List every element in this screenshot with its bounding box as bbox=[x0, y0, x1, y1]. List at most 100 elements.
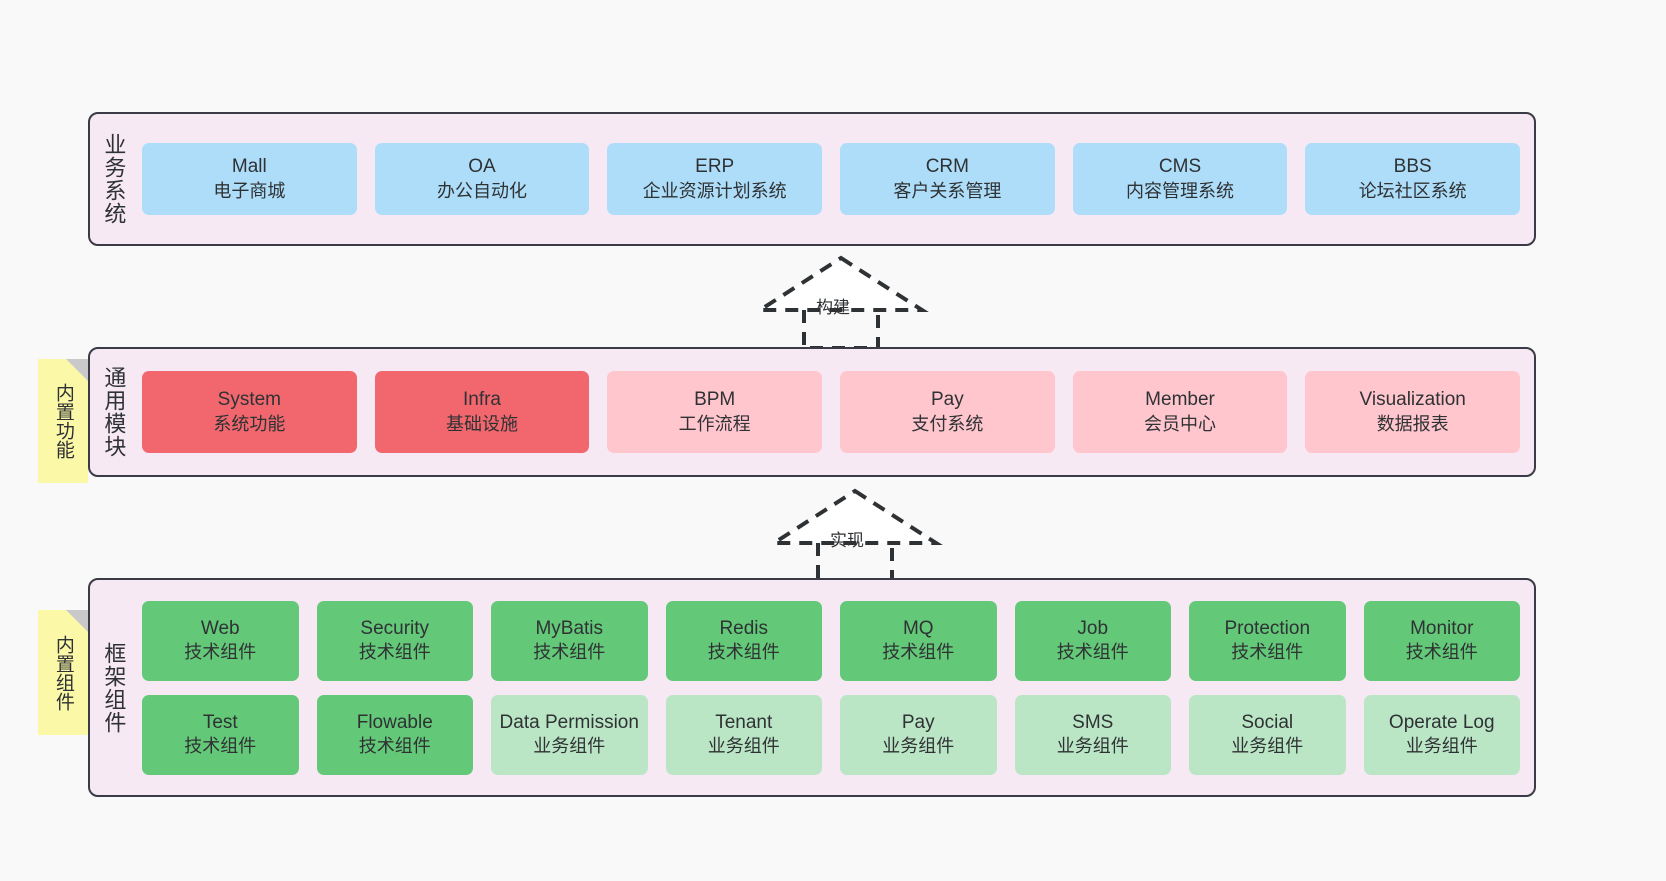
card-title-en: Data Permission bbox=[499, 711, 639, 733]
note-builtin-components: 内置组件 bbox=[38, 610, 88, 735]
card-title-cn: 电子商城 bbox=[213, 180, 286, 201]
card-title-cn: 技术组件 bbox=[184, 736, 257, 757]
card-framework-biz-data-permission[interactable]: Data Permission 业务组件 bbox=[491, 694, 648, 775]
card-title-cn: 业务组件 bbox=[1056, 736, 1129, 757]
card-framework-tech-job[interactable]: Job 技术组件 bbox=[1014, 600, 1171, 681]
card-title-en: CMS bbox=[1158, 156, 1202, 178]
note-builtin-features: 内置功能 bbox=[38, 359, 88, 483]
card-title-cn: 办公自动化 bbox=[437, 180, 527, 201]
card-title-en: Social bbox=[1241, 711, 1294, 733]
card-title-cn: 技术组件 bbox=[1056, 642, 1129, 663]
card-title-en: OA bbox=[468, 156, 496, 178]
card-title-en: Security bbox=[360, 617, 430, 639]
card-title-en: MQ bbox=[902, 617, 934, 639]
card-title-cn: 基础设施 bbox=[446, 413, 518, 434]
card-title-en: Tenant bbox=[715, 711, 773, 733]
card-title-cn: 业务组件 bbox=[1231, 736, 1304, 757]
card-title-cn: 业务组件 bbox=[707, 736, 780, 757]
connector-implement-label: 实现 bbox=[830, 531, 864, 550]
card-title-en: Job bbox=[1077, 617, 1109, 639]
card-title-en: MyBatis bbox=[535, 617, 604, 639]
card-title-en: Mall bbox=[231, 156, 267, 178]
card-title-en: Protection bbox=[1224, 617, 1311, 639]
card-title-cn: 技术组件 bbox=[358, 642, 431, 663]
card-title-cn: 会员中心 bbox=[1144, 413, 1217, 434]
card-title-en: BBS bbox=[1393, 156, 1432, 178]
card-title-en: Pay bbox=[901, 711, 935, 733]
card-framework-biz-test[interactable]: Test 技术组件 bbox=[142, 694, 299, 775]
card-title-cn: 客户关系管理 bbox=[893, 180, 1002, 201]
card-title-en: Flowable bbox=[356, 711, 433, 733]
card-framework-tech-security[interactable]: Security 技术组件 bbox=[316, 600, 473, 681]
layer-framework-components-label: 框架组件 bbox=[101, 641, 127, 734]
card-title-cn: 支付系统 bbox=[911, 413, 984, 434]
layer-common-modules-label: 通用模块 bbox=[101, 366, 127, 458]
connector-build-label: 构建 bbox=[816, 298, 850, 317]
card-title-cn: 技术组件 bbox=[358, 736, 431, 757]
card-title-en: Operate Log bbox=[1388, 711, 1495, 733]
card-title-en: Web bbox=[200, 617, 240, 639]
card-title-en: CRM bbox=[925, 156, 969, 178]
card-title-cn: 技术组件 bbox=[707, 642, 780, 663]
layer-business-systems-label: 业务系统 bbox=[101, 133, 127, 225]
card-title-en: Pay bbox=[930, 389, 964, 411]
card-framework-biz-tenant[interactable]: Tenant 业务组件 bbox=[665, 694, 822, 775]
card-title-cn: 技术组件 bbox=[882, 642, 955, 663]
card-title-en: System bbox=[217, 389, 282, 411]
card-framework-biz-sms[interactable]: SMS 业务组件 bbox=[1014, 694, 1171, 775]
connector-implement: 实现 bbox=[767, 485, 943, 585]
card-title-cn: 业务组件 bbox=[1405, 736, 1478, 757]
card-title-cn: 工作流程 bbox=[678, 413, 751, 434]
connector-implement-arrowhead bbox=[767, 488, 943, 545]
card-title-en: Infra bbox=[462, 389, 502, 411]
card-title-cn: 业务组件 bbox=[533, 736, 606, 757]
card-title-en: Visualization bbox=[1359, 389, 1466, 411]
card-title-cn: 论坛社区系统 bbox=[1358, 180, 1467, 201]
card-title-en: Member bbox=[1145, 389, 1215, 411]
card-framework-biz-flowable[interactable]: Flowable 技术组件 bbox=[316, 694, 473, 775]
card-title-cn: 企业资源计划系统 bbox=[642, 180, 787, 201]
card-framework-tech-monitor[interactable]: Monitor 技术组件 bbox=[1363, 600, 1520, 681]
note-builtin-features-label: 内置功能 bbox=[52, 383, 74, 459]
note-builtin-components-label: 内置组件 bbox=[52, 634, 74, 711]
connector-build: 构建 bbox=[753, 252, 929, 352]
card-title-cn: 内容管理系统 bbox=[1126, 180, 1235, 201]
card-title-en: SMS bbox=[1072, 711, 1114, 733]
card-title-en: Test bbox=[202, 711, 238, 733]
card-title-en: Monitor bbox=[1410, 617, 1474, 639]
card-framework-biz-social[interactable]: Social 业务组件 bbox=[1189, 694, 1346, 775]
card-title-en: ERP bbox=[695, 156, 735, 178]
card-framework-biz-operate-log[interactable]: Operate Log 业务组件 bbox=[1363, 694, 1520, 775]
card-framework-tech-mq[interactable]: MQ 技术组件 bbox=[840, 600, 997, 681]
card-title-cn: 技术组件 bbox=[1405, 642, 1478, 663]
card-title-en: BPM bbox=[694, 389, 736, 411]
card-title-cn: 系统功能 bbox=[213, 413, 286, 434]
